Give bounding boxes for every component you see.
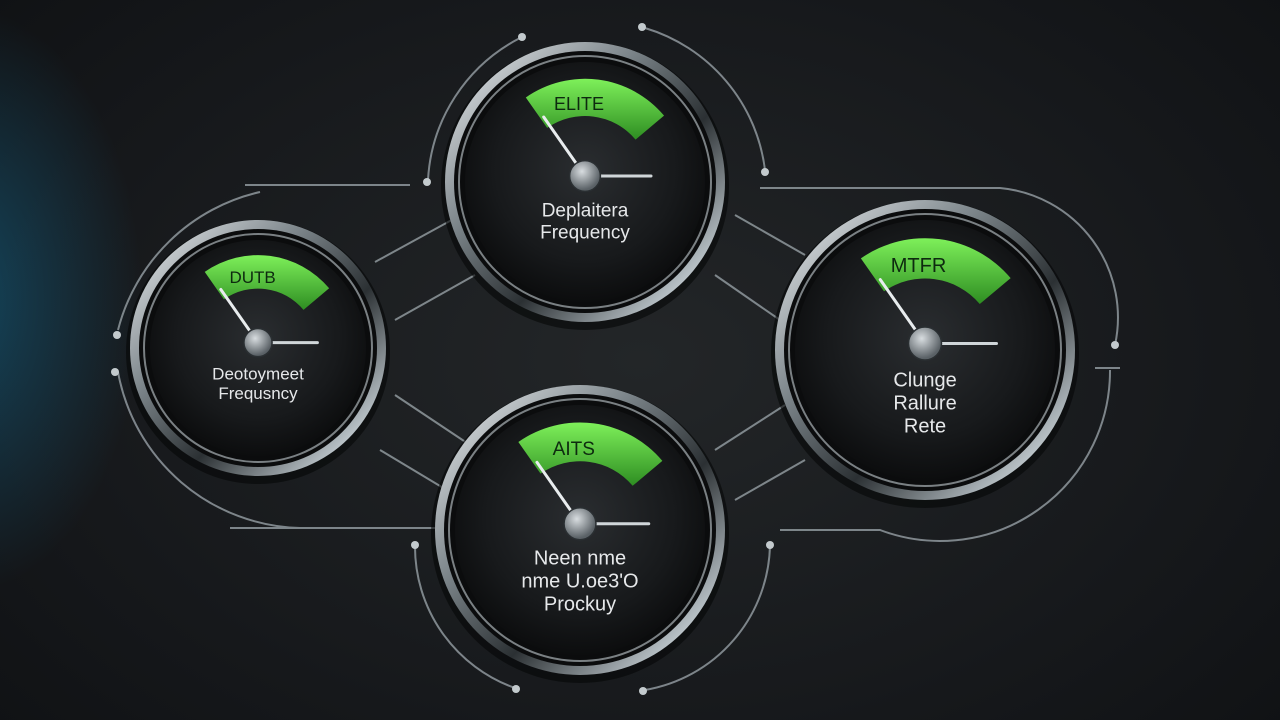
connector-line [734, 214, 806, 256]
connector-line [714, 404, 786, 451]
gauge-label-line: nme U.oe3'O [521, 571, 638, 593]
connector-arc [427, 37, 521, 181]
gauge-label-line: Deplaitera [542, 201, 629, 222]
gauge-label-line: Frequency [540, 223, 630, 244]
gauge-ring [788, 213, 1062, 487]
gauge-label-line: Prockuy [544, 594, 616, 616]
connector-arc [117, 371, 301, 529]
gauge-green-zone [525, 78, 665, 140]
connector-arc [780, 369, 1112, 542]
gauge-label-line: Deotoymeet [212, 364, 304, 383]
connector-dot [766, 541, 774, 549]
gauge-green-zone [860, 238, 1011, 305]
connector-line [734, 459, 806, 501]
connector-dot [638, 23, 646, 31]
connector-arc [760, 187, 1119, 346]
connector-arc [117, 191, 261, 331]
connector-dot [512, 685, 520, 693]
connector-dot [1111, 341, 1119, 349]
connector-line [714, 274, 781, 321]
connector-arc [644, 27, 766, 171]
connector-dot [111, 368, 119, 376]
connector-dot [411, 541, 419, 549]
connector-dots [111, 23, 1119, 695]
gauge-label-line: Rallure [893, 392, 956, 414]
gauge-hub [907, 326, 943, 361]
gauge-hub [568, 159, 602, 193]
connector-dot [113, 331, 121, 339]
gauge-label-line: Clunge [893, 369, 956, 391]
gauge-hub [243, 327, 273, 358]
gauge-label-line: Neen nme [534, 548, 626, 570]
connector-arc [644, 544, 771, 691]
gauge-green-zone [204, 255, 330, 310]
gauge-ring [448, 398, 712, 662]
connector-dot [761, 168, 769, 176]
connector-dot [639, 687, 647, 695]
gauge-label-line: Rete [904, 415, 946, 437]
gauge-badge-text: AITS [553, 439, 595, 460]
connector-dot [423, 178, 431, 186]
gauge-green-zone [518, 422, 663, 486]
connector-lines [117, 27, 1120, 691]
connector-line [394, 394, 471, 446]
gauge-ring [458, 55, 712, 309]
gauge-label-line: Frequsncy [218, 384, 298, 403]
gauge-hub [563, 507, 597, 541]
connector-dot [518, 33, 526, 41]
gauge-badge-text: MTFR [891, 255, 947, 277]
connector-line [394, 274, 476, 321]
gauge-badge-text: ELITE [554, 94, 604, 114]
gauge-badge-text: DUTB [229, 268, 275, 287]
gauge-ring [143, 233, 373, 463]
connector-arc [413, 544, 516, 689]
